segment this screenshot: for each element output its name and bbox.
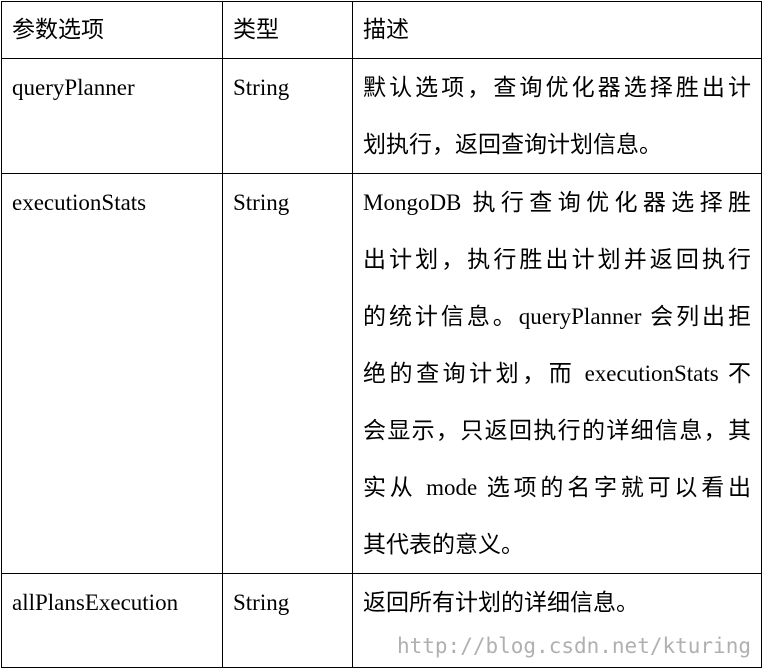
description-line: 返回所有计划的详细信息。 [363, 590, 639, 615]
header-description: 描述 [352, 1, 762, 59]
description-line: 默认选项，查询优化器选择胜出计 [363, 75, 751, 100]
header-type: 类型 [222, 1, 353, 59]
description-line: 划执行，返回查询计划信息。 [363, 132, 662, 157]
description-cell: 默认选项，查询优化器选择胜出计划执行，返回查询计划信息。 [352, 58, 762, 174]
watermark: http://blog.csdn.net/kturing [396, 634, 751, 658]
description-line: 绝的查询计划，而 executionStats 不 [363, 361, 751, 386]
description-line: 会显示，只返回执行的详细信息，其 [363, 418, 751, 443]
type-cell: String [222, 573, 353, 668]
description-cell: 返回所有计划的详细信息。 http://blog.csdn.net/kturing [352, 573, 762, 668]
header-option: 参数选项 [1, 1, 223, 59]
description-line: 实从 mode 选项的名字就可以看出 [363, 475, 751, 500]
description-line: 其代表的意义。 [363, 532, 524, 557]
option-cell: allPlansExecution [1, 573, 223, 668]
description-line: MongoDB 执行查询优化器选择胜 [363, 190, 751, 215]
option-cell: queryPlanner [1, 58, 223, 174]
description-line: 出计划，执行胜出计划并返回执行 [363, 247, 751, 272]
type-cell: String [222, 58, 353, 174]
description-cell: MongoDB 执行查询优化器选择胜出计划，执行胜出计划并返回执行的统计信息。q… [352, 173, 762, 574]
type-cell: String [222, 173, 353, 574]
description-line: 的统计信息。queryPlanner 会列出拒 [363, 304, 751, 329]
table-header-row: 参数选项 类型 描述 [1, 1, 762, 59]
option-cell: executionStats [1, 173, 223, 574]
